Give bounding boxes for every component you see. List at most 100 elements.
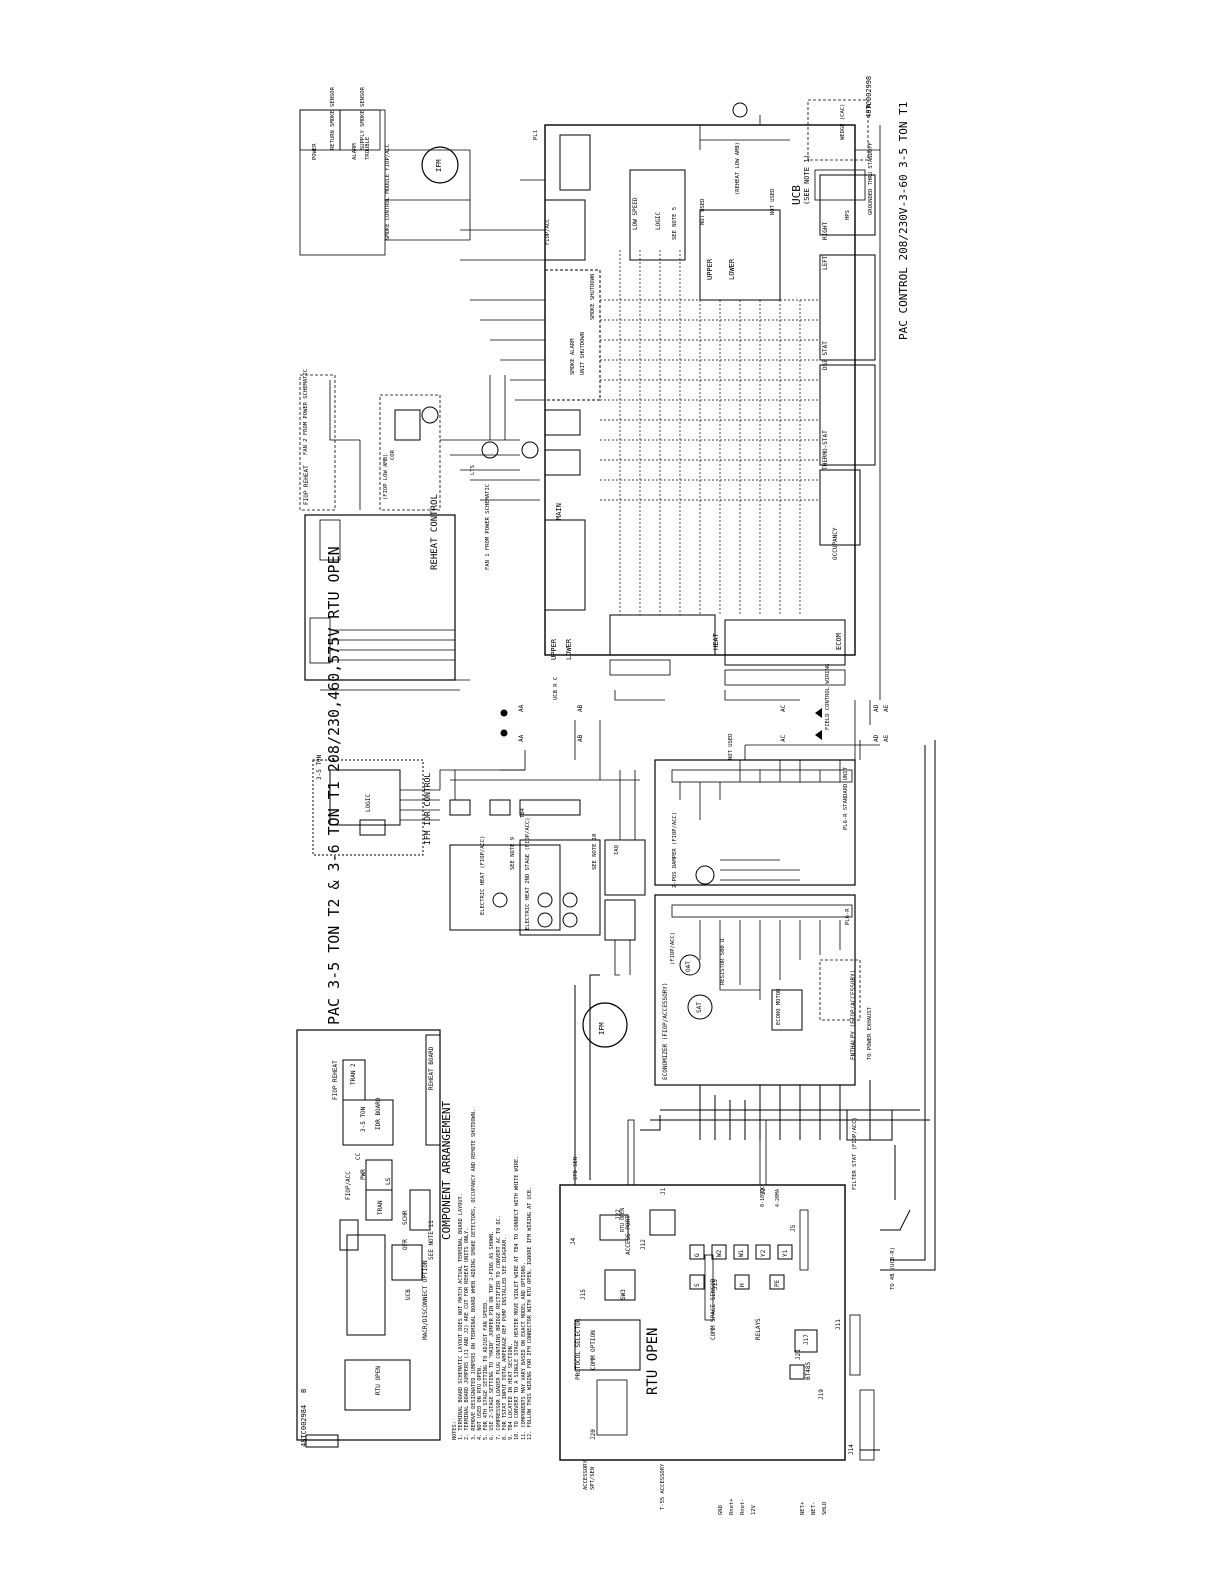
ucb-not-used-1: NOT USED — [700, 198, 706, 226]
j4-label: J4 — [570, 1237, 577, 1245]
relay-w2: W2 — [716, 1249, 723, 1257]
marker-ac: AC — [780, 704, 787, 712]
ucb-see-note: (SEE NOTE 1) — [803, 154, 811, 205]
comp-3-5-ton: 3-5 TON — [360, 1106, 367, 1132]
lower-label: LOWER — [565, 638, 573, 660]
relay-h: H — [739, 1283, 746, 1287]
hps-label: HPS — [845, 210, 851, 220]
comp-ls: LS — [385, 1177, 392, 1185]
thermostat-label: THERMO-STAT — [822, 430, 829, 470]
comp-ucb: UCB — [405, 1289, 412, 1300]
marker-ab: AB — [577, 704, 584, 712]
return-smoke-label: RETURN SMOKE SENSOR — [330, 87, 336, 150]
j5-label: J5 — [790, 1224, 797, 1232]
damper-plug-label: PL6-R STANDARD UNIT — [843, 767, 849, 830]
accessory-label: ACCESSORY — [583, 1460, 589, 1490]
marker-aa-2: AA — [518, 734, 525, 742]
fiop-low-amb-label: (FIOP LOW AMB) — [383, 453, 389, 500]
comp-ofr: OFR — [402, 1239, 409, 1250]
logic-label: LOGIC — [655, 211, 662, 230]
low-speed-label: LOW SPEED — [632, 197, 639, 230]
pl1-label: PL1 — [533, 130, 539, 140]
enthalpy-label: ENTHALPY (FIOP/ACCESSORY) — [850, 969, 857, 1060]
std-sen-label: STD SEN — [573, 1156, 579, 1180]
wed-label: WEDGE (CAC) — [840, 103, 846, 140]
j21-label: J21 — [795, 1349, 802, 1360]
drawing-number-right: 48TC002998 — [865, 75, 873, 118]
ifm-logic-label: LOGIC — [365, 793, 372, 812]
see-note-9-label: SEE NOTE 9 — [510, 836, 516, 870]
net-plus-label: NET+ — [800, 1501, 806, 1515]
diagram-title: PAC 3-5 TON T2 & 3-6 TON T1 208/230,460,… — [325, 546, 343, 1025]
protocol-selector-label: PROTOCOL SELECTOR — [575, 1318, 582, 1380]
relay-g: G — [694, 1253, 701, 1257]
marker-ad-2: AD — [873, 734, 880, 742]
trouble-label: TROUBLE — [365, 136, 371, 160]
see-note-5-label: SEE NOTE 5 — [672, 206, 678, 240]
ifm-motor-label: IFM — [598, 1022, 606, 1035]
to-ucb-label: TO 4B (UCB-R) — [890, 1246, 896, 1290]
fan2-label: FAN 2 FROM POWER SCHEMATIC — [303, 368, 309, 455]
main-label: MAIN — [555, 503, 563, 520]
smoke-alarm-label: SMOKE ALARM — [570, 338, 576, 375]
rtu-open-label: RTU OPEN — [645, 1327, 661, 1395]
access-port-label: ACCESS PORT — [625, 1215, 632, 1255]
to-power-exhaust-label: TO POWER EXHAUST — [867, 1007, 873, 1060]
oat-label: OAT — [685, 961, 692, 972]
relay-pe: PE — [774, 1279, 781, 1287]
ecom-label: ECOM — [835, 633, 843, 650]
marker-ae: AE — [883, 704, 890, 712]
revision-right: A — [865, 103, 873, 108]
ucb-label: UCB — [790, 185, 803, 205]
j1-label: J1 — [660, 1187, 667, 1195]
bt485-label: BT485 — [805, 1361, 812, 1380]
shld-label: SHLD — [822, 1501, 828, 1515]
electric-heat-2nd-label: ELECTRIC HEAT 2ND STAGE (FIOP/ACC) — [525, 817, 531, 930]
v12-label: 12V — [751, 1505, 757, 1515]
comp-fiop-acc: FIOP/ACC — [345, 1171, 352, 1200]
economizer-plug-label: PL6-R — [845, 908, 851, 925]
ucb-lower-label: LOWER — [728, 258, 736, 280]
note-line: 10. TO CONVERT TO A SINGLE STAGE HEATER … — [514, 1155, 521, 1440]
marker-ad: AD — [873, 704, 880, 712]
relays-label: RELAYS — [755, 1318, 762, 1340]
fan1-label: FAN 1 FROM POWER SCHEMATIC — [485, 483, 491, 570]
spt-sen-label: SPT/SEN — [590, 1466, 596, 1490]
comp-rtu-open: RTU OPEN — [375, 1366, 382, 1395]
relay-y2: Y2 — [760, 1249, 767, 1257]
reheat-low-amb-label: (REHEAT LOW AMB) — [735, 142, 741, 195]
ifm-label: IFM — [435, 159, 443, 172]
net-minus-label: NET- — [811, 1501, 817, 1515]
unit-shutdown-label: UNIT SHUTDOWN — [580, 331, 586, 375]
filter-stat-label: FILTER STAT (FIOP/ACC) — [852, 1117, 858, 1190]
gnd-label: GND — [718, 1505, 724, 1515]
alarm-label: ALARM — [352, 143, 358, 160]
relay-y1: Y1 — [782, 1249, 789, 1257]
comp-tran-2: TRAN 2 — [350, 1063, 357, 1085]
ma-label: 4-20MA — [775, 1188, 781, 1207]
ifm-ton-label: 3-5 TON — [316, 754, 323, 780]
dse-stat-label: DSE STAT — [822, 341, 829, 370]
t55-label: T-55 ACCESSORY — [660, 1463, 666, 1510]
relay-w1: W1 — [738, 1249, 745, 1257]
relay-s: S — [694, 1283, 701, 1287]
tb4-label: TB4 — [520, 808, 526, 818]
field-control-label: FIELD CONTROL WIRING — [825, 663, 831, 730]
smoke-control-label: SMOKE CONTROL MODULE FIOP/ACC — [385, 143, 391, 240]
comm-option-label: COMM OPTION — [590, 1330, 597, 1370]
control-title: PAC CONTROL 208/230V-3-60 3-5 TON T1 — [897, 101, 910, 340]
right-label: RIGHT — [822, 221, 829, 240]
marker-aa: AA — [518, 704, 525, 712]
note-line: 12. FOLLOW THIS WIRING FOR IFM CONNECTOR… — [526, 1187, 533, 1440]
sat-label: SAT — [696, 1002, 703, 1013]
economizer-label: ECONOMIZER (FIOP/ACCESSORY) — [662, 982, 669, 1080]
econo-motor-label: ECONO MOTOR — [776, 988, 782, 1025]
drawing-number-left: 48TC002984 — [300, 1404, 308, 1447]
ucb-upper-label: UPPER — [706, 258, 714, 280]
damper-label: 2-POS DAMPER (FIOP/ACC) — [672, 811, 678, 888]
comp-pwr: PWR — [360, 1169, 367, 1180]
ucb-not-used-2: NOT USED — [770, 188, 776, 216]
comp-see-note-11: SEE NOTE 11 — [428, 1220, 435, 1260]
